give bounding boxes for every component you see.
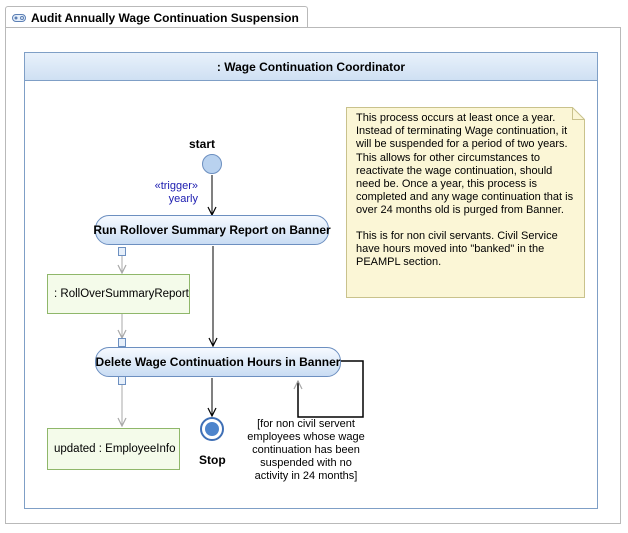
trigger-stereotype: «trigger» bbox=[154, 180, 198, 192]
note-fold bbox=[572, 107, 585, 120]
note-paragraph: This is for non civil servants. Civil Se… bbox=[356, 229, 558, 269]
stop-label: Stop bbox=[199, 453, 226, 467]
object-rollover-summary-report[interactable]: : RollOverSummaryReport bbox=[47, 274, 190, 314]
initial-node[interactable] bbox=[202, 154, 222, 174]
action-run-rollover-report[interactable]: Run Rollover Summary Report on Banner bbox=[93, 215, 331, 245]
output-pin[interactable] bbox=[118, 376, 126, 385]
output-pin[interactable] bbox=[118, 247, 126, 256]
partition-header: : Wage Continuation Coordinator bbox=[25, 53, 597, 81]
comment-note[interactable]: This process occurs at least once a year… bbox=[346, 107, 584, 297]
activity-diagram-icon bbox=[12, 13, 26, 22]
final-node-inner bbox=[205, 422, 219, 436]
input-pin[interactable] bbox=[118, 338, 126, 347]
note-paragraph: This process occurs at least once a year… bbox=[356, 112, 574, 217]
note-text: This process occurs at least once a year… bbox=[356, 112, 574, 281]
diagram-tab[interactable]: Audit Annually Wage Continuation Suspens… bbox=[5, 6, 308, 28]
note-shape[interactable] bbox=[346, 107, 585, 298]
guard-condition: [for non civil servent employees whose w… bbox=[247, 418, 365, 482]
object-employee-info[interactable]: updated : EmployeeInfo bbox=[47, 428, 180, 470]
trigger-annotation: «trigger» yearly bbox=[138, 180, 198, 206]
action-delete-wage-hours[interactable]: Delete Wage Continuation Hours in Banner bbox=[95, 347, 341, 377]
trigger-value: yearly bbox=[168, 193, 198, 205]
diagram-title: Audit Annually Wage Continuation Suspens… bbox=[31, 10, 299, 25]
start-label: start bbox=[189, 137, 216, 151]
flow-self-loop[interactable] bbox=[298, 360, 364, 418]
